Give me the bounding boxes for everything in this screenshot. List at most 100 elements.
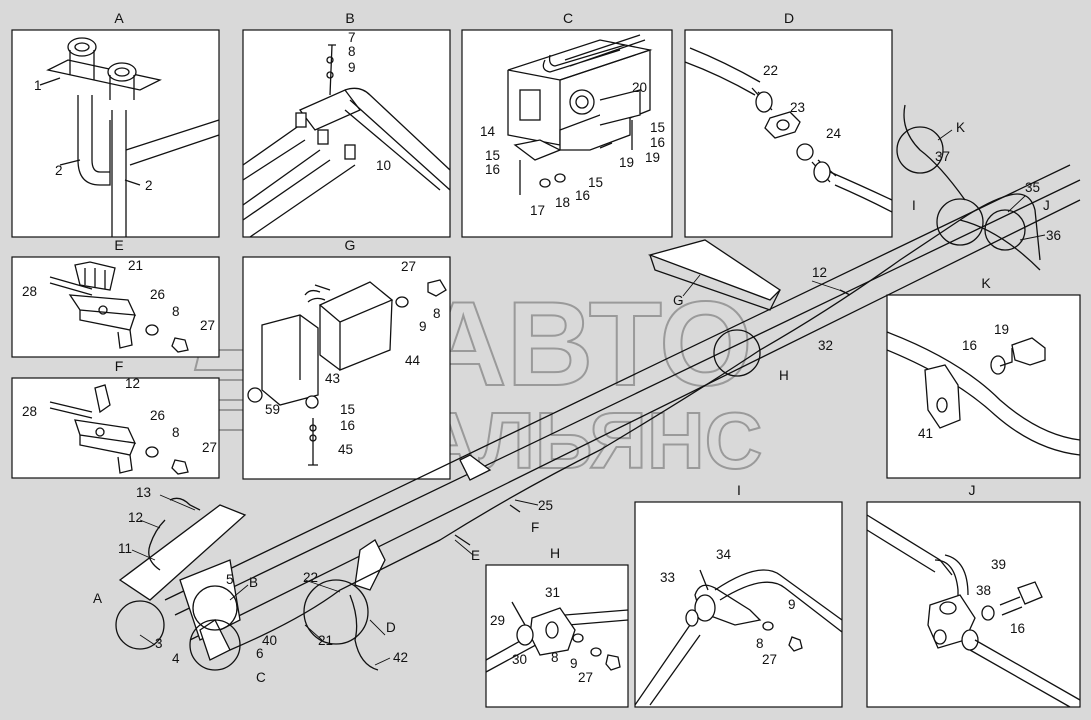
callout-35: 35 [1025,180,1040,195]
label-c-15b: 15 [650,120,665,135]
panel-title-f: F [114,358,124,374]
callout-13: 13 [136,485,151,500]
callout-11: 11 [118,541,132,556]
callout-j: J [1043,198,1050,213]
callout-c: C [256,670,266,685]
label-e-26: 26 [150,287,165,302]
label-h-29: 29 [490,613,505,628]
label-a-1: 1 [34,78,42,93]
panel-part-numbers: 1 2 2 7 8 9 10 20 14 15 16 15 16 19 15 1… [22,30,1025,685]
panel-c-drawing [507,34,653,195]
label-i-34: 34 [716,547,732,562]
panel-b-drawing [242,44,451,238]
svg-text:АВТО: АВТО [420,277,752,411]
label-g-27: 27 [401,259,416,274]
label-i-27: 27 [762,652,777,667]
panel-title-d: D [783,10,795,26]
label-k-41: 41 [918,426,933,441]
panel-title-e: E [114,237,124,253]
label-g-45: 45 [338,442,353,457]
callout-25: 25 [538,498,553,513]
callout-e: E [471,548,480,563]
panel-h-drawing [485,601,629,673]
label-k-16: 16 [962,338,977,353]
label-c-20: 20 [632,80,647,95]
label-c-14: 14 [480,124,496,139]
label-f-8: 8 [172,425,180,440]
panel-a-drawing [39,37,220,237]
panel-g-drawing [247,279,447,466]
panel-b [242,29,451,238]
label-a-2: 2 [55,163,63,178]
label-k-19: 19 [994,322,1009,337]
label-h-9: 9 [570,656,578,671]
callout-37: 37 [935,149,950,164]
label-f-12: 12 [125,376,140,391]
callout-40: 40 [262,633,277,648]
label-j-16: 16 [1010,621,1025,636]
label-c-15: 15 [485,148,500,163]
label-h-8: 8 [551,650,559,665]
callout-21: 21 [318,633,333,648]
label-c-15c: 15 [588,175,603,190]
label-b-10: 10 [376,158,391,173]
panel-d-drawing [684,47,893,213]
callout-k: K [956,120,965,135]
main-callouts: K 37 I 35 J 36 12 G 32 H 25 F E 13 12 11… [93,120,1061,685]
label-e-21: 21 [128,258,143,273]
callout-12: 12 [812,265,827,280]
label-j-39: 39 [991,557,1006,572]
callout-4: 4 [172,651,180,666]
callout-a: A [93,591,102,606]
callout-12b: 12 [128,510,143,525]
panel-j [866,501,1081,708]
label-g-43: 43 [325,371,340,386]
label-d-24: 24 [826,126,842,141]
label-f-27: 27 [202,440,217,455]
label-d-22: 22 [763,63,778,78]
callout-5: 5 [226,572,234,587]
panel-title-b: B [345,10,355,26]
label-i-8: 8 [756,636,764,651]
panel-title-c: C [562,10,574,26]
callout-f: F [531,520,539,535]
panel-title-j: J [968,482,976,498]
label-c-18: 18 [555,195,570,210]
callout-leaders [131,129,1046,666]
label-c-19: 19 [645,150,660,165]
panel-title-k: K [981,275,991,291]
label-h-27: 27 [578,670,593,685]
label-d-23: 23 [790,100,805,115]
callout-d: D [386,620,396,635]
label-g-8: 8 [433,306,441,321]
label-e-27: 27 [200,318,215,333]
panel-title-i: I [737,482,741,498]
callout-h: H [779,368,789,383]
callout-42: 42 [393,650,408,665]
panel-j-drawing [866,514,1081,708]
label-i-33: 33 [660,570,675,585]
panel-f-drawing [49,384,189,475]
label-g-59: 59 [265,402,280,417]
callout-36: 36 [1046,228,1061,243]
callout-22: 22 [303,570,318,585]
label-c-17: 17 [530,203,545,218]
panel-k [886,294,1081,479]
label-i-9: 9 [788,597,796,612]
label-g-16: 16 [340,418,355,433]
label-j-38: 38 [976,583,991,598]
panel-title-a: A [114,10,124,26]
label-g-9: 9 [419,319,427,334]
panel-k-drawing [886,331,1081,456]
label-b-9: 9 [348,60,356,75]
label-g-44: 44 [405,353,421,368]
callout-g: G [673,293,684,308]
callout-6: 6 [256,646,264,661]
label-b-7: 7 [348,30,356,45]
callout-3: 3 [155,636,163,651]
main-chassis-drawing [115,104,1081,671]
callout-i: I [912,198,916,213]
label-c-19b: 19 [619,155,634,170]
label-e-28: 28 [22,284,37,299]
